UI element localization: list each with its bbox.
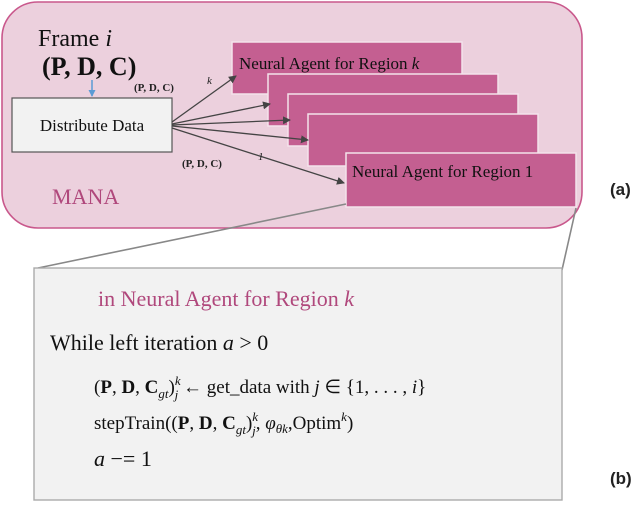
panel-label-b: (b) (610, 469, 632, 488)
edge-label-1: (P, D, C) (182, 158, 222, 170)
zoom-line-right (561, 207, 577, 271)
arrow-to-agent-3 (171, 116, 291, 126)
distribute-data-label: Distribute Data (40, 116, 145, 135)
code-line-decrement: a −= 1 (94, 446, 152, 471)
agent-detail-panel (33, 267, 563, 501)
agent-label-region-1: Neural Agent for Region 1 (352, 162, 533, 181)
edge-label-1-sup: 1 (258, 151, 264, 163)
arrow-to-agent-2 (171, 101, 271, 125)
distribute-data-box (11, 97, 173, 153)
arrow-to-agent-4 (171, 125, 309, 144)
mana-label: MANA (52, 184, 119, 209)
arrow-to-region-k (171, 75, 237, 123)
distribute-arrows (171, 75, 345, 185)
arrow-to-region-1 (171, 127, 345, 185)
agent-label-region-k: Neural Agent for Region k (239, 54, 420, 73)
code-line-while: While left iteration a > 0 (50, 330, 268, 355)
edge-label-k: (P, D, C) (134, 82, 174, 94)
edge-label-k-sup: k (207, 75, 213, 87)
frame-title: Frame i (38, 26, 112, 52)
frame-tuple: (P, D, C) (42, 52, 136, 81)
agent-box-region-1 (345, 152, 577, 208)
panel-label-a: (a) (610, 180, 631, 199)
zoom-line-left (37, 203, 347, 269)
agent-detail-title: in Neural Agent for Region k (98, 286, 355, 311)
